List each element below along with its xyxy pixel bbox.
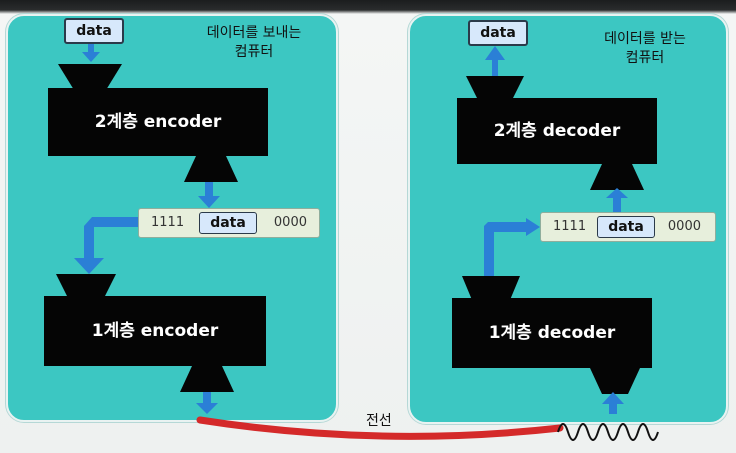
arrow-frame-to-encoder1 (74, 217, 138, 274)
frame-trailer-bits: 0000 (667, 219, 701, 234)
encoder2-output-funnel (184, 156, 238, 182)
layer2-encoder: 2계층 encoder (48, 88, 268, 156)
arrow-data-to-encoder2 (82, 40, 100, 62)
arrow-wire-to-decoder1 (602, 392, 624, 414)
decoder1-output-funnel (462, 276, 520, 300)
sender-input-data: data (64, 18, 124, 44)
layer2-decoder: 2계층 decoder (457, 98, 657, 164)
transmission-wire (196, 416, 564, 440)
arrow-encoder2-to-frame (198, 182, 220, 208)
frame-payload: data (597, 216, 655, 238)
frame-trailer-bits: 0000 (273, 215, 307, 230)
signal-wave (557, 423, 659, 441)
decoder2-input-funnel (590, 164, 644, 190)
encoder1-input-funnel (56, 274, 116, 298)
sender-caption: 데이터를 보내는 컴퓨터 (206, 25, 302, 60)
decoder1-input-funnel (590, 368, 640, 394)
layer1-encoder: 1계층 encoder (44, 296, 266, 366)
arrow-encoder1-to-wire (196, 392, 218, 414)
receiver-output-data: data (468, 20, 528, 46)
receiver-caption: 데이터를 받는 컴퓨터 (604, 31, 686, 66)
receiver-frame: 1111 data 0000 (540, 212, 716, 242)
arrow-decoder1-to-frame (484, 218, 540, 276)
frame-payload: data (199, 212, 257, 234)
wire-label: 전선 (366, 413, 392, 429)
arrow-frame-to-decoder2 (606, 188, 628, 212)
arrow-decoder2-to-data (485, 46, 505, 76)
encoder1-output-funnel (180, 366, 234, 392)
encoder2-input-funnel (58, 64, 122, 90)
sender-frame: 1111 data 0000 (138, 208, 320, 238)
decoder2-output-funnel (466, 76, 524, 100)
frame-header-bits: 1111 (553, 219, 587, 234)
layer1-decoder: 1계층 decoder (452, 298, 652, 368)
frame-header-bits: 1111 (151, 215, 185, 230)
